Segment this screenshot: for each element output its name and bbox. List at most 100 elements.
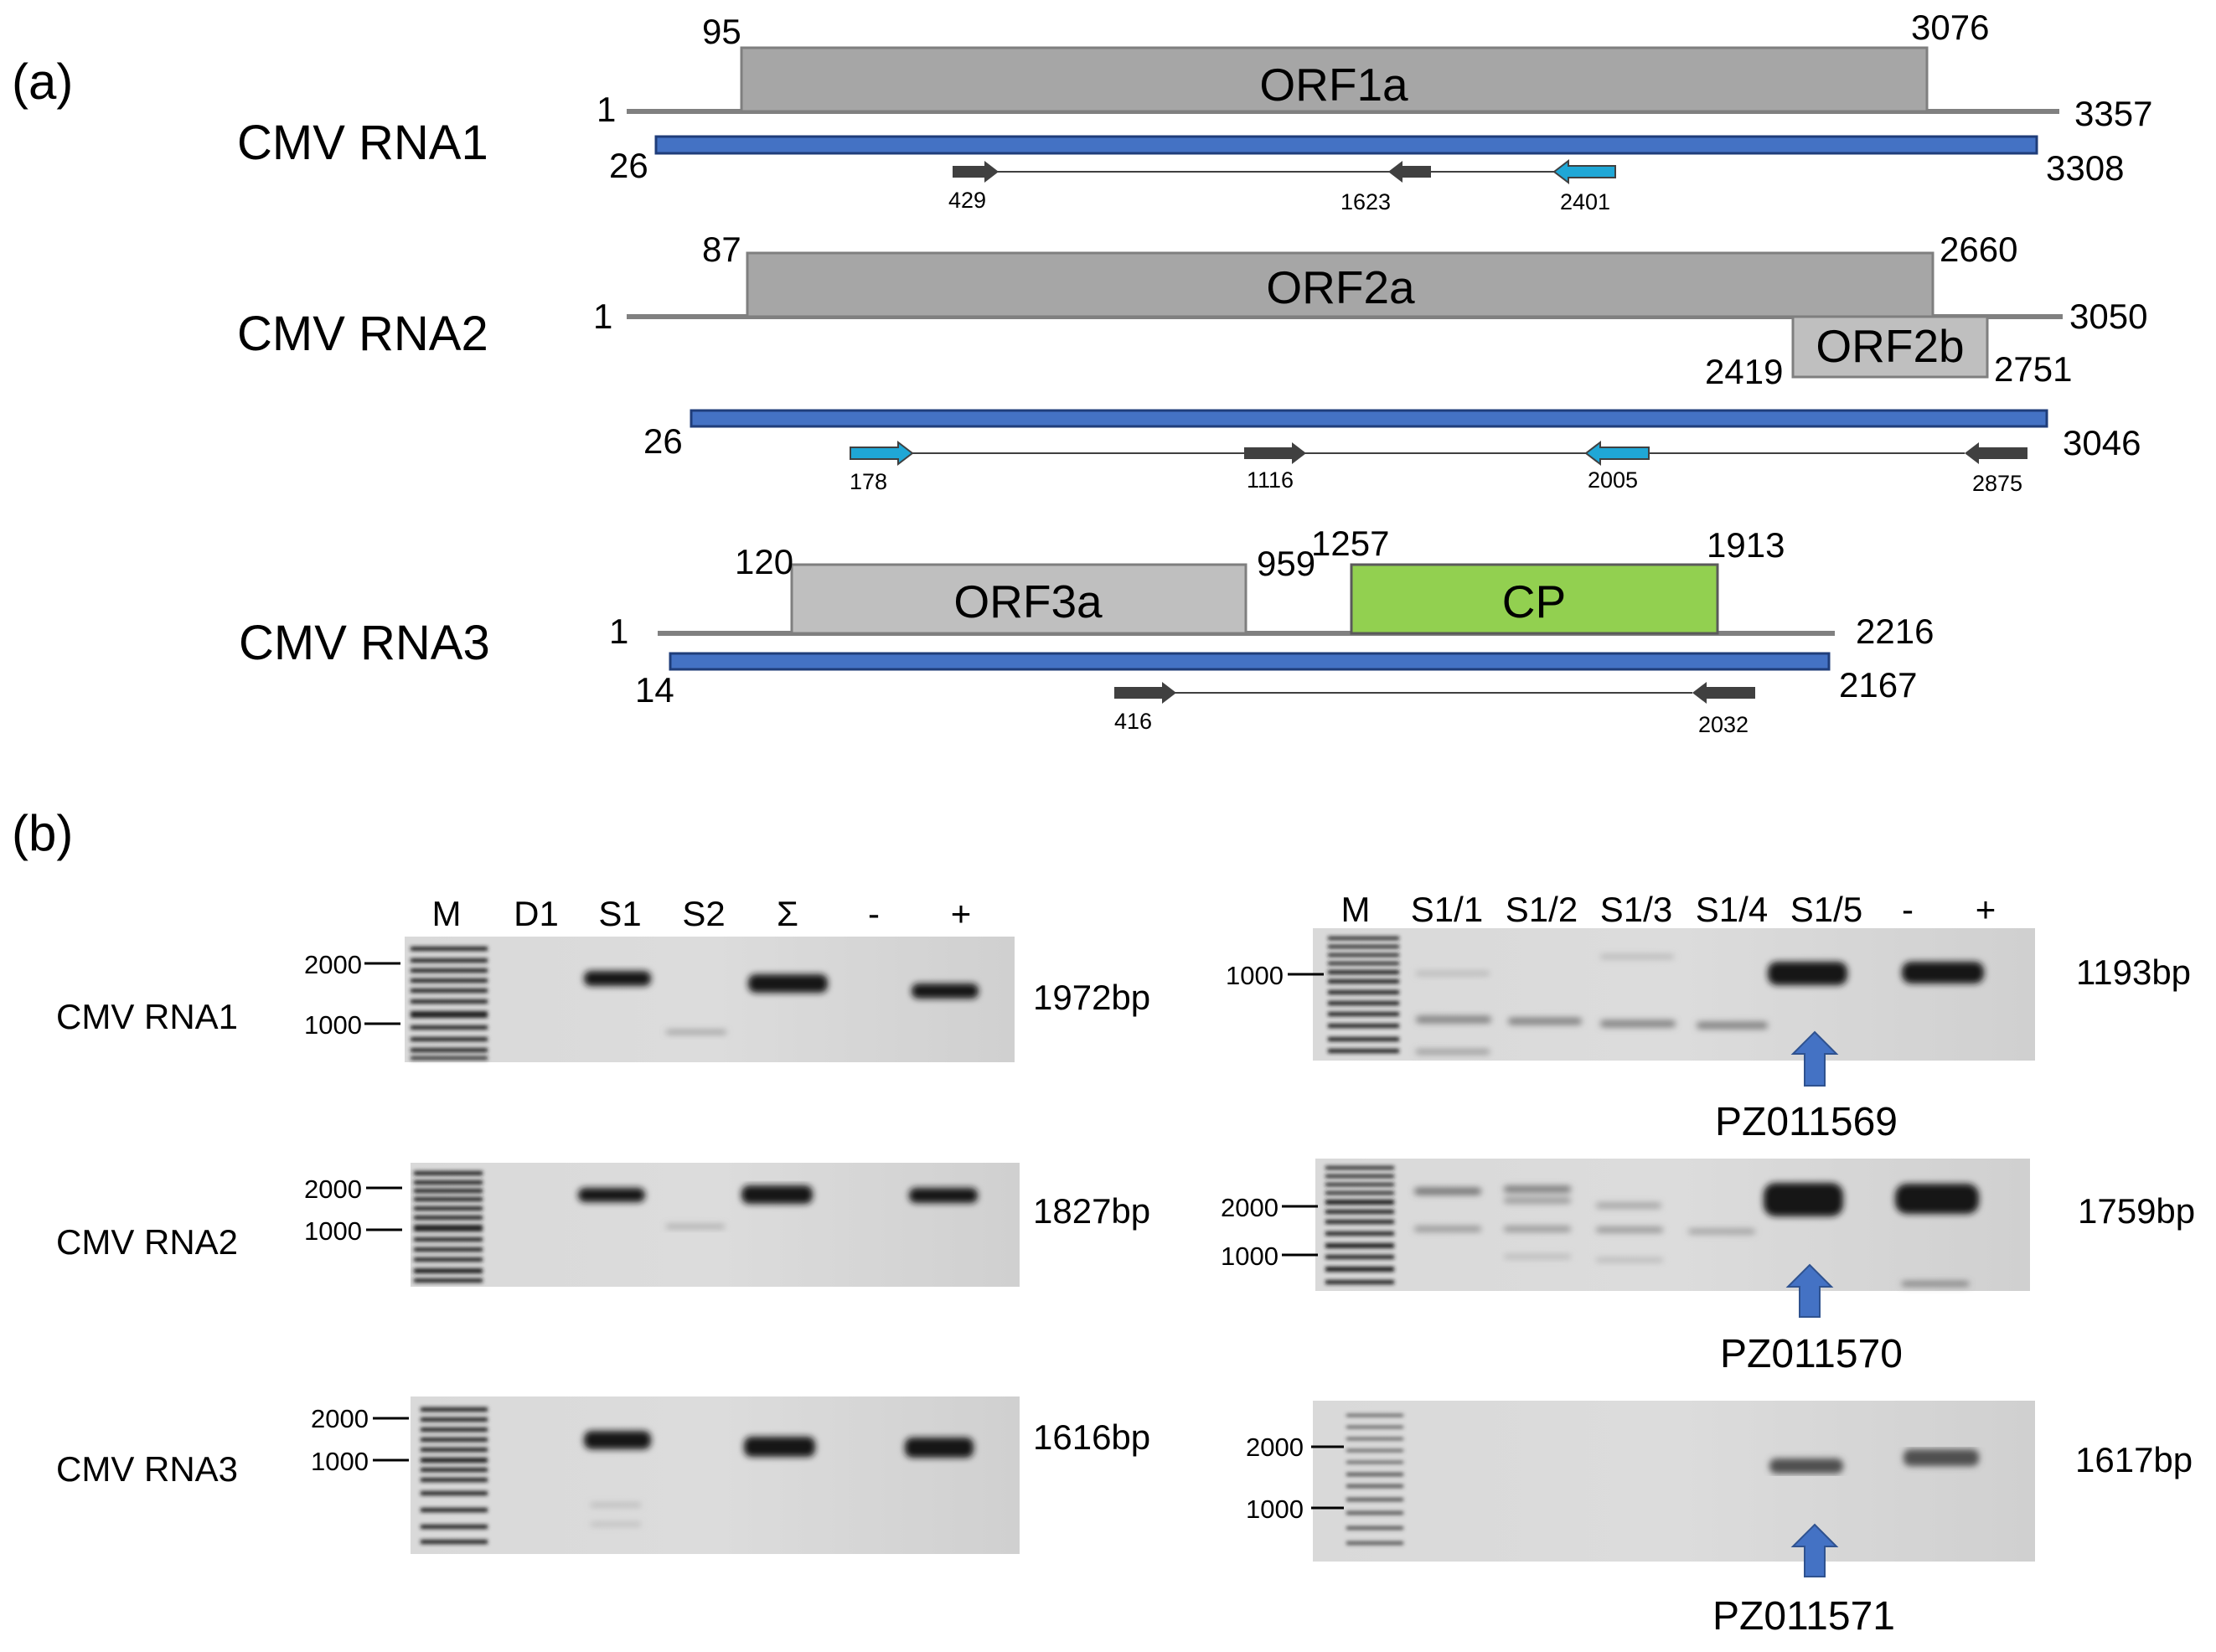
rna2-orf-start: 87 (702, 230, 741, 269)
rna1-primer-2: 1623 (1340, 189, 1391, 214)
primer-reverse-icon (1584, 440, 1650, 467)
lane-label: S1/5 (1790, 890, 1862, 929)
lane-label: + (951, 894, 972, 933)
ladder-label: 1000 (304, 1216, 362, 1246)
bands (1769, 1449, 1979, 1474)
rna2-amp-start: 26 (643, 421, 683, 461)
orf2a-box (746, 251, 1934, 318)
rna1-end: 3357 (2074, 94, 2152, 133)
amplicon-size: 1827bp (1033, 1191, 1150, 1231)
panel-b-label: (b) (12, 805, 73, 861)
up-arrow-icon (1790, 1523, 1839, 1577)
bands (1414, 1183, 1979, 1286)
primer-reverse-icon (1692, 682, 1755, 704)
rna1-primer-1: 429 (948, 188, 986, 213)
rna2-start: 1 (593, 297, 612, 336)
rna3-amp-start: 14 (635, 670, 674, 710)
rna2-map: CMV RNA2 ORF2a ORF2b 87 2660 1 3050 2419… (237, 230, 2147, 496)
amplicon-size: 1616bp (1033, 1417, 1150, 1457)
rna3-name: CMV RNA3 (239, 616, 490, 670)
orf1a-box (740, 46, 1929, 113)
lane-label: S2 (682, 894, 725, 933)
right-gel-2: 2000 1000 1759bp PZ011570 (1221, 1159, 2195, 1376)
right-lane-headers: M S1/1 S1/2 S1/3 S1/4 S1/5 - + (1341, 890, 1996, 929)
rna1-amp-end: 3308 (2046, 148, 2124, 188)
rna3-start: 1 (609, 612, 628, 651)
accession-number: PZ011569 (1715, 1100, 1898, 1144)
lane-label: S1/2 (1506, 890, 1578, 929)
ladder (414, 1171, 483, 1283)
rna1-map: CMV RNA1 ORF1a 95 3076 1 3357 26 3308 42… (237, 8, 2152, 214)
accession-number: PZ011571 (1712, 1594, 1895, 1639)
rna1-orf-start: 95 (702, 12, 741, 51)
lane-label: + (1976, 890, 1996, 929)
cp-box (1350, 563, 1719, 635)
orf2b-label: ORF2b (1816, 320, 1964, 372)
primer-reverse-icon (1552, 158, 1616, 185)
ladder-label: 2000 (304, 950, 362, 979)
ladder-label: 2000 (1246, 1433, 1304, 1462)
ladder (1328, 937, 1399, 1053)
gel-image (411, 1396, 1020, 1554)
rna3-amp-end: 2167 (1839, 665, 1917, 705)
rna3-amplicon (669, 652, 1831, 671)
up-arrow-icon (1790, 1030, 1839, 1087)
lane-label: S1 (598, 894, 641, 933)
rna2-primer-3: 2005 (1588, 467, 1638, 493)
lane-label: Σ (777, 894, 798, 933)
ladder-label: 1000 (311, 1447, 369, 1476)
orf2b-end: 2751 (1994, 349, 2072, 389)
orf1a-label: ORF1a (1259, 59, 1408, 111)
lane-label: D1 (514, 894, 559, 933)
orf3a-label: ORF3a (953, 576, 1103, 627)
lane-label: S1/3 (1600, 890, 1672, 929)
rna2-name: CMV RNA2 (237, 307, 488, 361)
rna1-name: CMV RNA1 (237, 116, 488, 170)
up-arrow-icon (1785, 1263, 1834, 1318)
cp-start: 1257 (1311, 524, 1389, 563)
primer-forward-icon (953, 161, 999, 183)
row-label: CMV RNA1 (56, 997, 238, 1036)
orf2b-start: 2419 (1705, 352, 1783, 391)
accession-number: PZ011570 (1720, 1332, 1903, 1376)
rna1-amp-start: 26 (609, 146, 648, 185)
amplicon-size: 1972bp (1033, 978, 1150, 1017)
rna3-end: 2216 (1856, 612, 1934, 651)
right-gel-3: 2000 1000 1617bp PZ011571 (1246, 1401, 2193, 1639)
ladder-label: 2000 (304, 1174, 362, 1204)
primer-forward-icon (1244, 442, 1306, 464)
rna1-orf-end: 3076 (1911, 8, 1989, 47)
rna2-primer-2: 1116 (1247, 467, 1294, 493)
bands (578, 1185, 978, 1228)
ladder-label: 1000 (304, 1010, 362, 1040)
rna2-end: 3050 (2069, 297, 2147, 336)
primer-forward-icon (850, 440, 914, 467)
orf3a-end: 959 (1257, 544, 1315, 583)
primer-reverse-icon (1387, 161, 1431, 183)
ladder-label: 1000 (1246, 1495, 1304, 1524)
orf3a-box (790, 563, 1247, 635)
primer-reverse-icon (1965, 442, 2027, 464)
left-lane-headers: M D1 S1 S2 Σ - + (432, 894, 972, 933)
right-gel-1: 1000 1193bp PZ011569 (1226, 928, 2191, 1144)
gel-image (1313, 928, 2035, 1061)
lane-label: S1/1 (1411, 890, 1483, 929)
rna1-start: 1 (597, 90, 616, 129)
rna2-primer-1: 178 (850, 469, 887, 494)
cp-end: 1913 (1707, 525, 1785, 565)
ladder (421, 1407, 488, 1544)
rna2-orf-end: 2660 (1940, 230, 2017, 269)
ladder (1346, 1414, 1403, 1545)
primer-forward-icon (1114, 682, 1176, 704)
gel-image (1315, 1159, 2030, 1291)
bands (1416, 955, 1984, 1054)
bands (584, 971, 979, 1034)
row-label: CMV RNA3 (56, 1449, 238, 1489)
rna3-map: CMV RNA3 ORF3a CP 120 959 1257 1913 1 22… (239, 524, 1934, 737)
left-gel-rna2: CMV RNA2 2000 1000 1827bp (56, 1163, 1150, 1287)
orf2a-label: ORF2a (1266, 261, 1415, 313)
lane-label: M (432, 894, 462, 933)
lane-label: S1/4 (1696, 890, 1768, 929)
row-label: CMV RNA2 (56, 1222, 238, 1262)
left-gel-rna3: CMV RNA3 2000 1000 1616bp (56, 1396, 1150, 1554)
